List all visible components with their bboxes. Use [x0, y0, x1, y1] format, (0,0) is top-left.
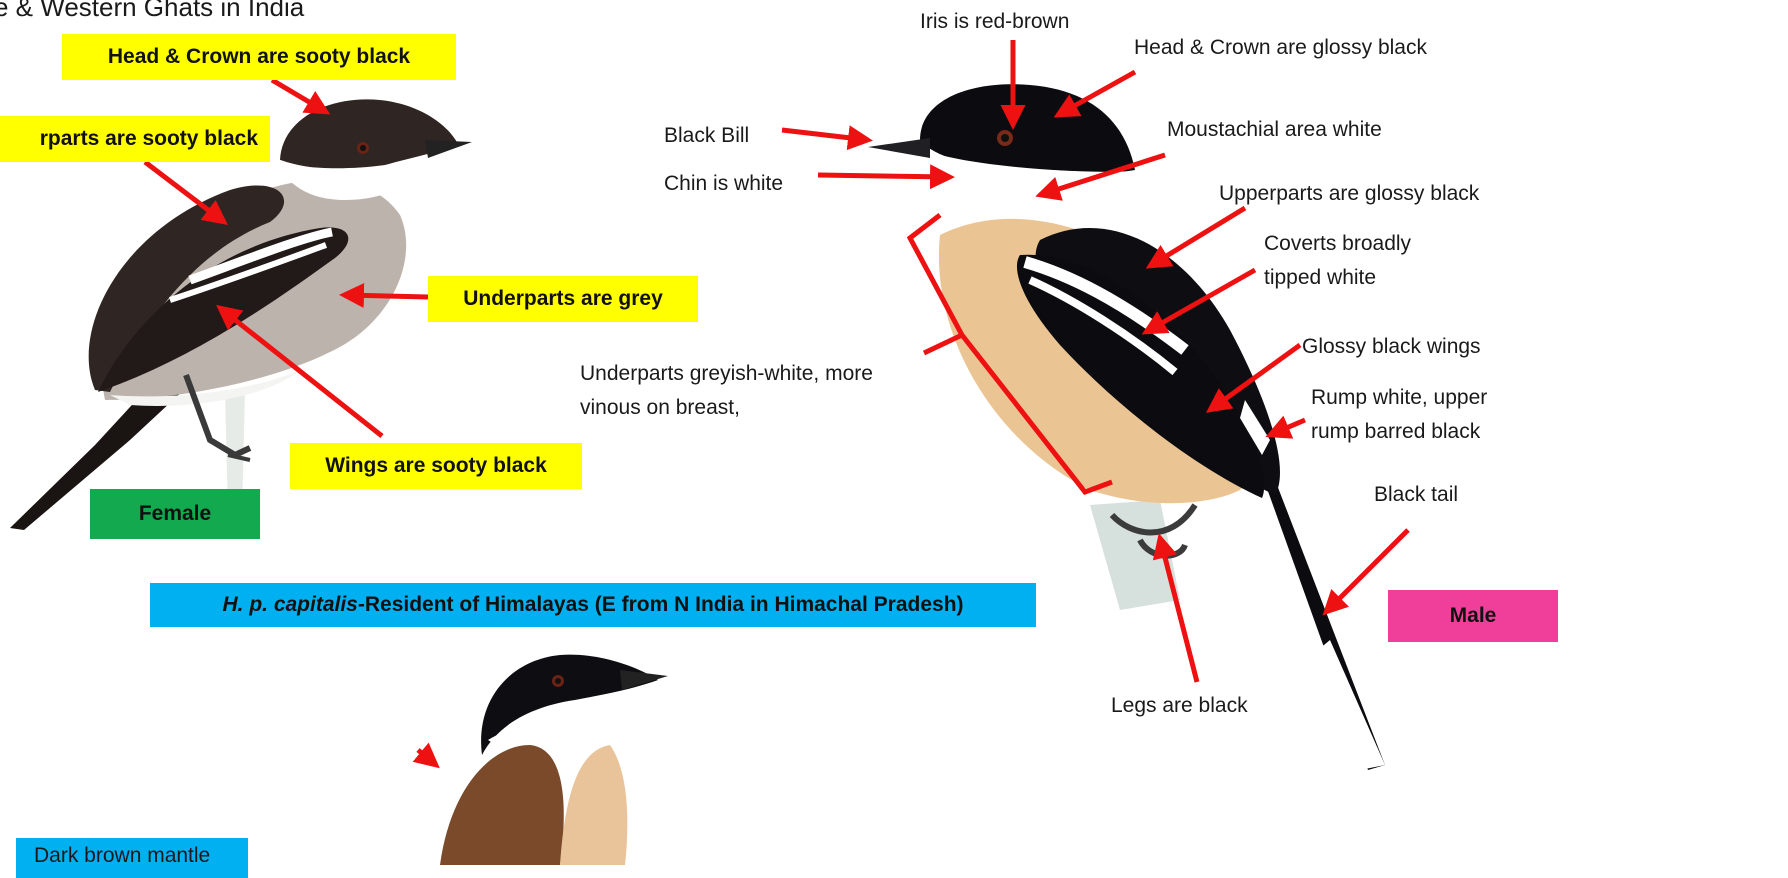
- page-title: e & Western Ghats in India: [0, 0, 304, 23]
- juvenile-bird-illustration: [440, 655, 668, 865]
- label-rump-line2: rump barred black: [1311, 420, 1480, 445]
- label-male-head: Head & Crown are glossy black: [1134, 36, 1427, 61]
- female-head: [280, 99, 458, 168]
- label-chin: Chin is white: [664, 172, 783, 197]
- label-iris: Iris is red-brown: [920, 10, 1069, 35]
- label-tail: Black tail: [1374, 483, 1458, 508]
- label-male-upperparts: Upperparts are glossy black: [1219, 182, 1479, 207]
- label-coverts-line2: tipped white: [1264, 266, 1376, 291]
- subspecies-name: H. p. capitalis-: [222, 593, 364, 617]
- label-wings: Glossy black wings: [1302, 335, 1481, 360]
- label-female-head: Head & Crown are sooty black: [62, 34, 456, 80]
- label-moustachial: Moustachial area white: [1167, 118, 1382, 143]
- label-female-upperparts: rparts are sooty black: [0, 116, 270, 162]
- brown-mantle: [440, 745, 564, 865]
- label-legs: Legs are black: [1111, 694, 1248, 719]
- label-dark-mantle: Dark brown mantle: [16, 838, 248, 878]
- label-bill: Black Bill: [664, 124, 749, 149]
- label-rump-line1: Rump white, upper: [1311, 386, 1487, 411]
- label-coverts-line1: Coverts broadly: [1264, 232, 1411, 257]
- male-bill: [868, 138, 930, 158]
- subspecies-banner: H. p. capitalis- Resident of Himalayas (…: [150, 583, 1036, 627]
- subspecies-range: Resident of Himalayas (E from N India in…: [365, 593, 964, 617]
- female-tag: Female: [90, 489, 260, 539]
- label-underparts-line2: vinous on breast,: [580, 396, 740, 421]
- label-underparts-line1: Underparts greyish-white, more: [580, 362, 873, 387]
- male-tag: Male: [1388, 590, 1558, 642]
- label-female-wings: Wings are sooty black: [290, 443, 582, 489]
- label-female-underparts: Underparts are grey: [428, 276, 698, 322]
